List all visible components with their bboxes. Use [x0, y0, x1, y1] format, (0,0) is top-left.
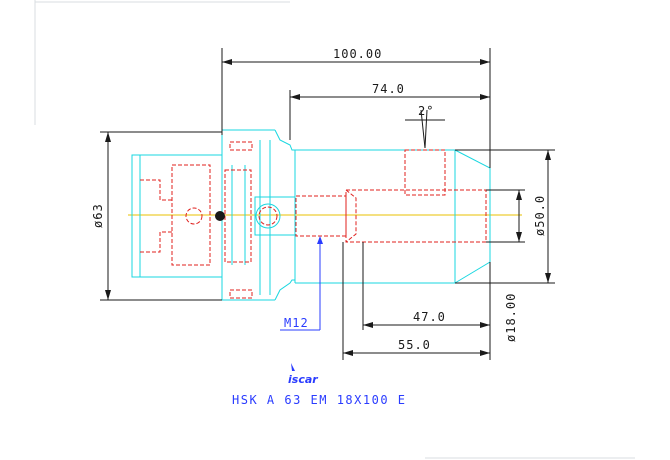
- dim-length-74: 74.0: [372, 82, 405, 96]
- tool-designation: HSK A 63 EM 18X100 E: [232, 393, 407, 407]
- dim-dia-63: ø63: [91, 203, 105, 228]
- dim-length-55: 55.0: [398, 338, 431, 352]
- body-outline: [254, 149, 491, 284]
- iscar-logo: iscar: [288, 363, 318, 386]
- thread-leader-arrow: [317, 236, 323, 244]
- dim-length-47: 47.0: [413, 310, 446, 324]
- center-mark: [215, 211, 225, 221]
- dim-overall-length: 100.00: [333, 47, 382, 61]
- thread-leader: [280, 238, 321, 331]
- thread-callout: M12: [284, 316, 309, 330]
- dimension-lines: [100, 48, 555, 360]
- dim-dia-18: ø18.00: [504, 293, 518, 342]
- hidden-lines: [140, 141, 487, 299]
- dim-angle: 2°: [418, 104, 434, 118]
- dim-dia-50: ø50.0: [533, 195, 547, 236]
- svg-text:iscar: iscar: [288, 373, 318, 386]
- arrowheads: [105, 59, 551, 356]
- page-frame: [34, 0, 635, 459]
